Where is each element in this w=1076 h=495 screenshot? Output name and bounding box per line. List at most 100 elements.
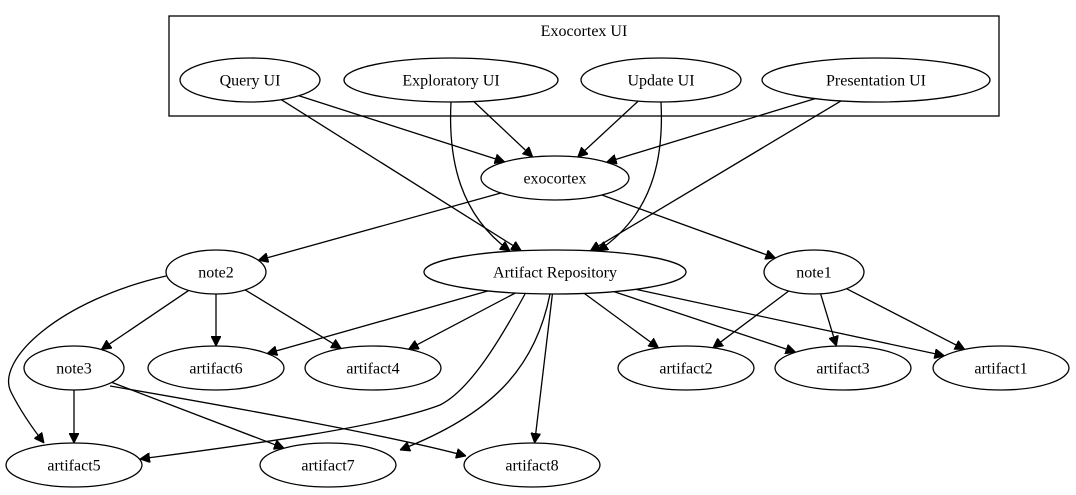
edge-arrow (400, 293, 551, 450)
node-ellipse (165, 249, 267, 295)
node-ellipse (617, 345, 755, 391)
edge-artifact-repository-to-artifact5 (140, 293, 526, 459)
node-artifact4: artifact4 (304, 345, 442, 391)
edge-arrow (101, 289, 190, 349)
node-label: Presentation UI (826, 73, 926, 90)
node-artifact7: artifact7 (259, 442, 397, 488)
node-ellipse (259, 442, 397, 488)
edge-note1-to-artifact3 (819, 293, 837, 346)
node-ellipse (304, 345, 442, 391)
edge-exocortex-to-note1 (601, 194, 776, 258)
edge-arrow (109, 385, 466, 456)
edge-arrow (449, 101, 510, 251)
edge-arrow (280, 99, 521, 251)
edge-artifact-repository-to-artifact3 (613, 290, 796, 353)
edge-arrow (244, 289, 341, 349)
edge-query-ui-to-artifact-repository (280, 99, 521, 251)
edge-arrow (140, 293, 526, 459)
node-label: Query UI (220, 73, 281, 90)
node-label: artifact5 (47, 458, 100, 475)
node-artifact2: artifact2 (617, 345, 755, 391)
node-label: artifact7 (301, 458, 354, 475)
edge-arrow (535, 293, 554, 443)
node-ellipse (343, 57, 559, 103)
node-ellipse (147, 345, 285, 391)
node-ellipse (5, 442, 143, 488)
edge-arrow (583, 292, 658, 348)
edge-note2-to-artifact4 (244, 289, 341, 349)
node-label: artifact2 (659, 361, 712, 378)
edge-artifact-repository-to-artifact7 (400, 293, 551, 450)
node-artifact-repository: Artifact Repository (423, 249, 687, 295)
node-ellipse (423, 249, 687, 295)
edge-arrow (590, 100, 842, 251)
node-label: artifact3 (816, 361, 869, 378)
node-ellipse (463, 442, 601, 488)
edge-arrow (578, 100, 639, 157)
node-label: artifact1 (974, 361, 1027, 378)
edge-update-ui-to-exocortex (578, 100, 639, 157)
edge-arrow (635, 288, 945, 356)
node-label: artifact6 (189, 361, 242, 378)
edge-arrow (613, 290, 796, 353)
node-artifact3: artifact3 (774, 345, 912, 391)
node-ellipse (763, 249, 865, 295)
node-ellipse (480, 155, 630, 201)
edge-presentation-ui-to-artifact-repository (590, 100, 842, 251)
node-label: artifact8 (505, 458, 558, 475)
node-artifact1: artifact1 (932, 345, 1070, 391)
edge-arrow (601, 194, 776, 258)
edge-presentation-ui-to-exocortex (607, 97, 816, 163)
node-label: note3 (56, 361, 92, 378)
node-artifact8: artifact8 (463, 442, 601, 488)
node-label: Exploratory UI (402, 73, 499, 90)
edge-exploratory-ui-to-exocortex (473, 101, 533, 158)
node-exocortex: exocortex (480, 155, 630, 201)
edge-arrow (267, 290, 489, 354)
edge-artifact-repository-to-artifact4 (409, 292, 516, 350)
edge-note3-to-artifact8 (109, 385, 466, 456)
node-label: Artifact Repository (493, 265, 617, 282)
edge-note3-to-artifact7 (111, 381, 284, 448)
node-note2: note2 (165, 249, 267, 295)
node-ellipse (580, 57, 742, 103)
edge-arrow (607, 97, 816, 163)
edge-note2-to-artifact5 (8, 275, 167, 443)
node-label: note1 (796, 265, 832, 282)
edge-note2-to-note3 (101, 289, 190, 349)
node-ellipse (774, 345, 912, 391)
node-artifact5: artifact5 (5, 442, 143, 488)
edge-arrow (819, 293, 837, 346)
edge-arrow (298, 95, 505, 162)
cluster-exocortex-ui: Exocortex UI (168, 15, 1000, 117)
cluster-label: Exocortex UI (541, 23, 628, 40)
edge-exocortex-to-note2 (258, 192, 502, 260)
edges-layer (8, 95, 965, 459)
node-label: artifact4 (346, 361, 399, 378)
edge-arrow (473, 101, 533, 158)
node-ellipse (932, 345, 1070, 391)
edge-arrow (258, 192, 502, 260)
edge-arrow (8, 275, 167, 443)
node-ellipse (179, 57, 321, 103)
node-ellipse (23, 345, 125, 391)
node-label: note2 (198, 265, 234, 282)
cluster-border (168, 15, 1000, 117)
node-note3: note3 (23, 345, 125, 391)
edge-arrow (713, 290, 790, 348)
node-query-ui: Query UI (179, 57, 321, 103)
edge-exploratory-ui-to-artifact-repository (449, 101, 510, 251)
edge-query-ui-to-exocortex (298, 95, 505, 162)
node-ellipse (761, 57, 991, 103)
edge-note1-to-artifact2 (713, 290, 790, 348)
edge-artifact-repository-to-artifact8 (535, 293, 554, 443)
node-label: exocortex (523, 171, 586, 188)
edge-arrow (409, 292, 516, 350)
edge-artifact-repository-to-artifact1 (635, 288, 945, 356)
node-note1: note1 (763, 249, 865, 295)
node-artifact6: artifact6 (147, 345, 285, 391)
edge-artifact-repository-to-artifact2 (583, 292, 658, 348)
node-exploratory-ui: Exploratory UI (343, 57, 559, 103)
